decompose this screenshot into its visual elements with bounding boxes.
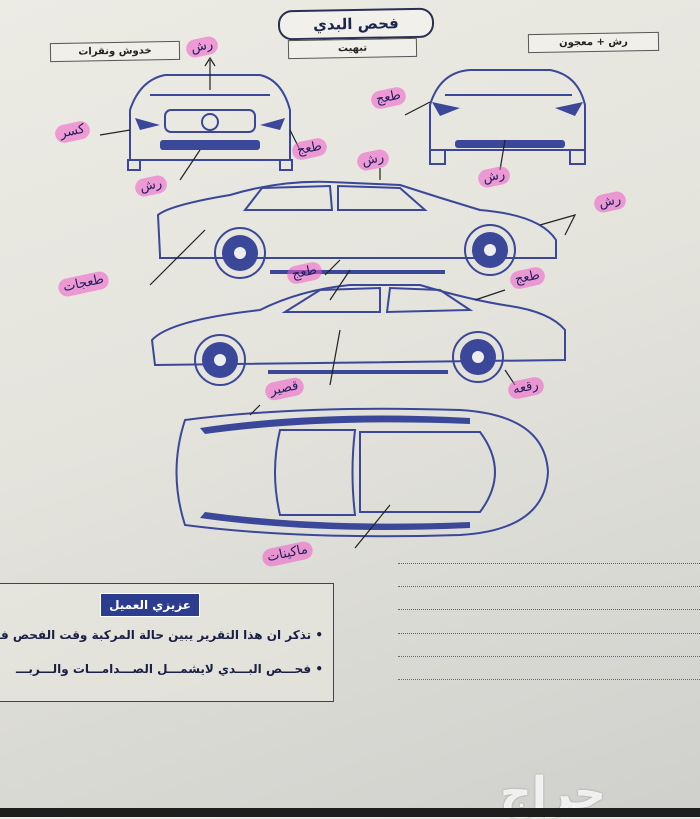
car-front-view bbox=[127, 74, 293, 171]
writing-line bbox=[398, 679, 700, 680]
notice-line: • تذكر ان هذا التقرير يبين حالة المركبة … bbox=[0, 628, 323, 642]
car-side-view-right bbox=[150, 284, 566, 386]
car-side-view-left bbox=[156, 180, 557, 279]
notice-line: • فحـــص البـــدي لايشمـــل الصـــدامـــ… bbox=[16, 662, 323, 676]
car-rear-view bbox=[429, 69, 586, 165]
writing-line bbox=[398, 586, 700, 587]
writing-line bbox=[398, 656, 700, 657]
notice-heading: عزيزي العميل bbox=[100, 593, 200, 617]
writing-line bbox=[398, 563, 700, 564]
writing-line bbox=[398, 609, 700, 610]
customer-notice-box: عزيزي العميل • تذكر ان هذا التقرير يبين … bbox=[0, 583, 334, 702]
bottom-edge bbox=[0, 808, 700, 817]
car-top-view bbox=[175, 407, 550, 538]
annotation-arrows bbox=[99, 56, 577, 549]
writing-line bbox=[398, 633, 700, 634]
car-diagrams bbox=[99, 56, 586, 549]
